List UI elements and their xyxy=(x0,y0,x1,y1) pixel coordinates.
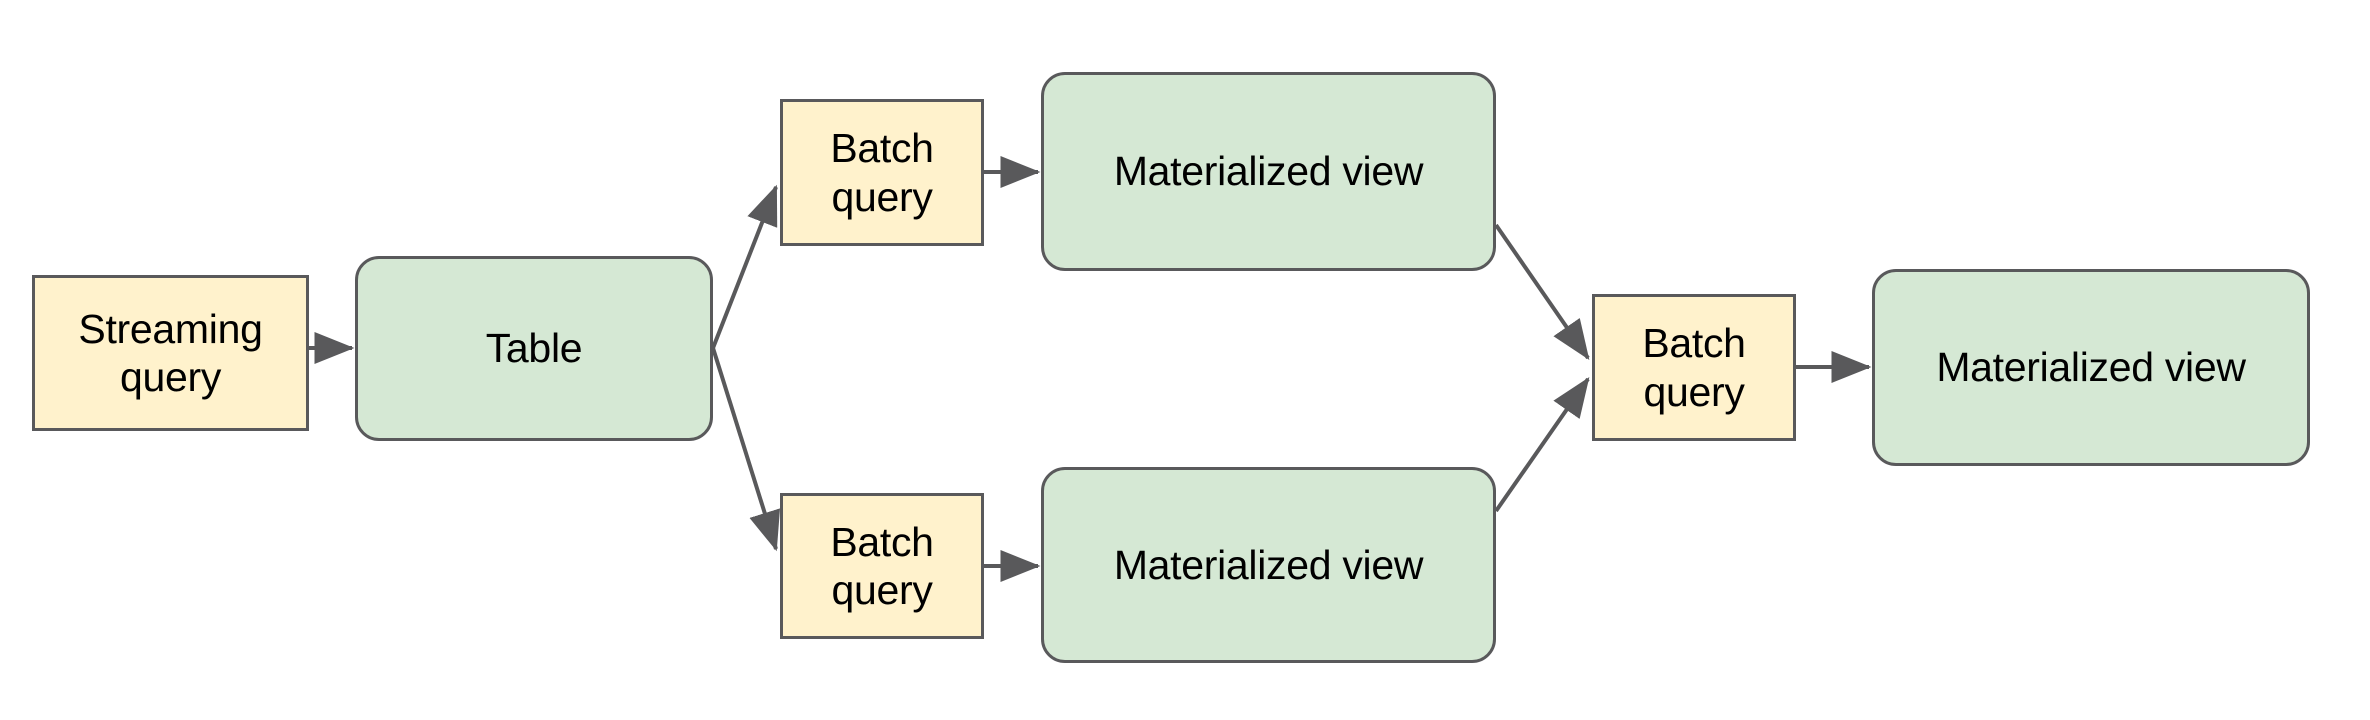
node-table[interactable]: Table xyxy=(355,256,713,441)
node-batch-query-top[interactable]: Batch query xyxy=(780,99,984,246)
edge-table-to-batch-query-top xyxy=(711,184,778,349)
edge-table-to-batch-query-bottom xyxy=(711,347,781,552)
node-batch-query-bottom[interactable]: Batch query xyxy=(780,493,984,639)
node-materialized-view-bottom[interactable]: Materialized view xyxy=(1041,467,1496,663)
node-materialized-view-right[interactable]: Materialized view xyxy=(1872,269,2310,466)
edge-mv-bottom-to-batch-query-mid xyxy=(1494,377,1590,513)
node-materialized-view-top[interactable]: Materialized view xyxy=(1041,72,1496,271)
edge-mv-top-to-batch-query-mid xyxy=(1494,223,1590,360)
node-batch-query-mid[interactable]: Batch query xyxy=(1592,294,1796,441)
node-streaming-query[interactable]: Streaming query xyxy=(32,275,309,431)
